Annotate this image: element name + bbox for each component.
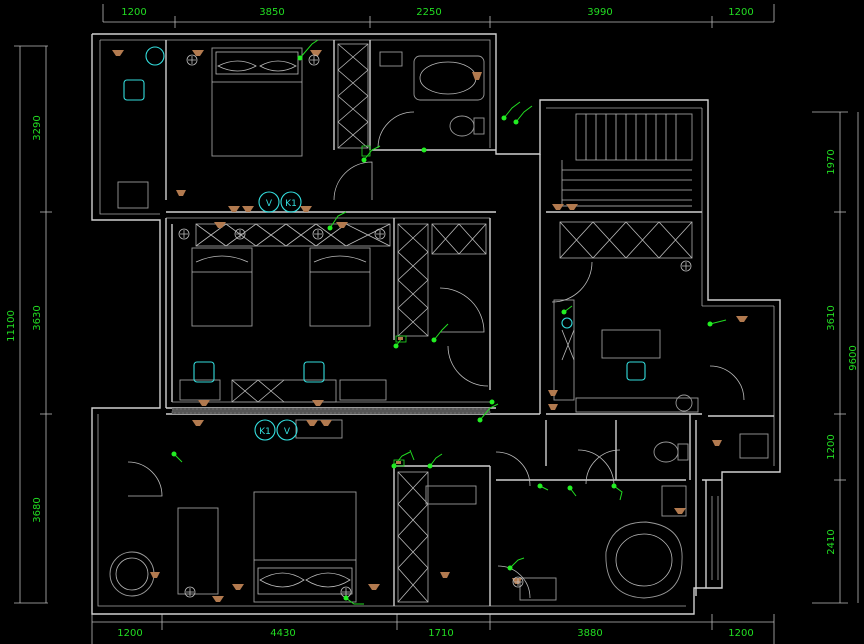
bottom-dim-4: 3880	[577, 628, 602, 639]
chair-icon	[123, 79, 145, 101]
bathroom-fixtures	[109, 51, 693, 599]
hatched-partition	[171, 408, 491, 414]
bottom-dim-1: 1200	[117, 628, 142, 639]
chair-icon	[193, 361, 215, 383]
left-dimension-chains: 11100 3290 3630 3680	[6, 45, 52, 604]
wall-lamps	[112, 50, 748, 602]
top-dimension-chain: 1200 3850 2250 3990 1200	[102, 4, 775, 28]
bottom-dim-5: 1200	[728, 628, 753, 639]
staircase	[561, 113, 693, 207]
top-dim-2: 3850	[259, 7, 284, 18]
right-total-dim: 9600	[848, 345, 859, 370]
bottom-dimension-chain: 1200 4430 1710 3880 1200	[91, 614, 775, 644]
switch-icon	[297, 55, 303, 61]
bed-middle-left	[191, 247, 253, 327]
door-swings	[127, 111, 745, 599]
bottom-dim-3: 1710	[428, 628, 453, 639]
top-dim-4: 3990	[587, 7, 612, 18]
downlight-icon	[145, 46, 165, 66]
chair-icon	[303, 361, 325, 383]
right-dimension-chains: 1970 3610 1200 2410 9600	[812, 111, 859, 604]
top-dim-3: 2250	[416, 7, 441, 18]
symbol-k1-lower-label: K1	[259, 427, 271, 437]
left-dim-1: 3290	[32, 115, 43, 140]
wall-lamp-icon	[112, 50, 124, 56]
right-dim-4: 2410	[826, 529, 837, 554]
right-dim-2: 3610	[826, 305, 837, 330]
symbol-v-lower-label: V	[284, 427, 291, 437]
symbol-k1-lower: K1	[254, 419, 276, 441]
symbol-k1-upper-label: K1	[285, 199, 297, 209]
left-total-dim: 11100	[6, 310, 17, 342]
top-dim-5: 1200	[728, 7, 753, 18]
cyan-fixtures: V K1 K1 V	[123, 46, 646, 441]
left-dim-2: 3630	[32, 305, 43, 330]
bed-lower	[253, 491, 357, 603]
bottom-dim-2: 4430	[270, 628, 295, 639]
bed-middle-right	[309, 247, 371, 327]
furniture-misc	[117, 181, 769, 601]
left-dim-3: 3680	[32, 497, 43, 522]
bed-upper	[211, 47, 303, 157]
symbol-v-lower: V	[276, 419, 298, 441]
right-dim-3: 1200	[826, 434, 837, 459]
top-dim-1: 1200	[121, 7, 146, 18]
wardrobes	[195, 43, 693, 603]
switches	[171, 39, 727, 605]
symbol-v-upper-label: V	[266, 199, 273, 209]
walls	[91, 33, 781, 615]
chair-icon	[626, 361, 646, 381]
toilet-icon-2	[653, 441, 679, 463]
symbol-v-upper: V	[258, 191, 280, 213]
symbol-k1-upper: K1	[280, 191, 302, 213]
bathtub-icon	[605, 521, 683, 599]
toilet-icon	[449, 115, 475, 137]
right-dim-1: 1970	[826, 149, 837, 174]
